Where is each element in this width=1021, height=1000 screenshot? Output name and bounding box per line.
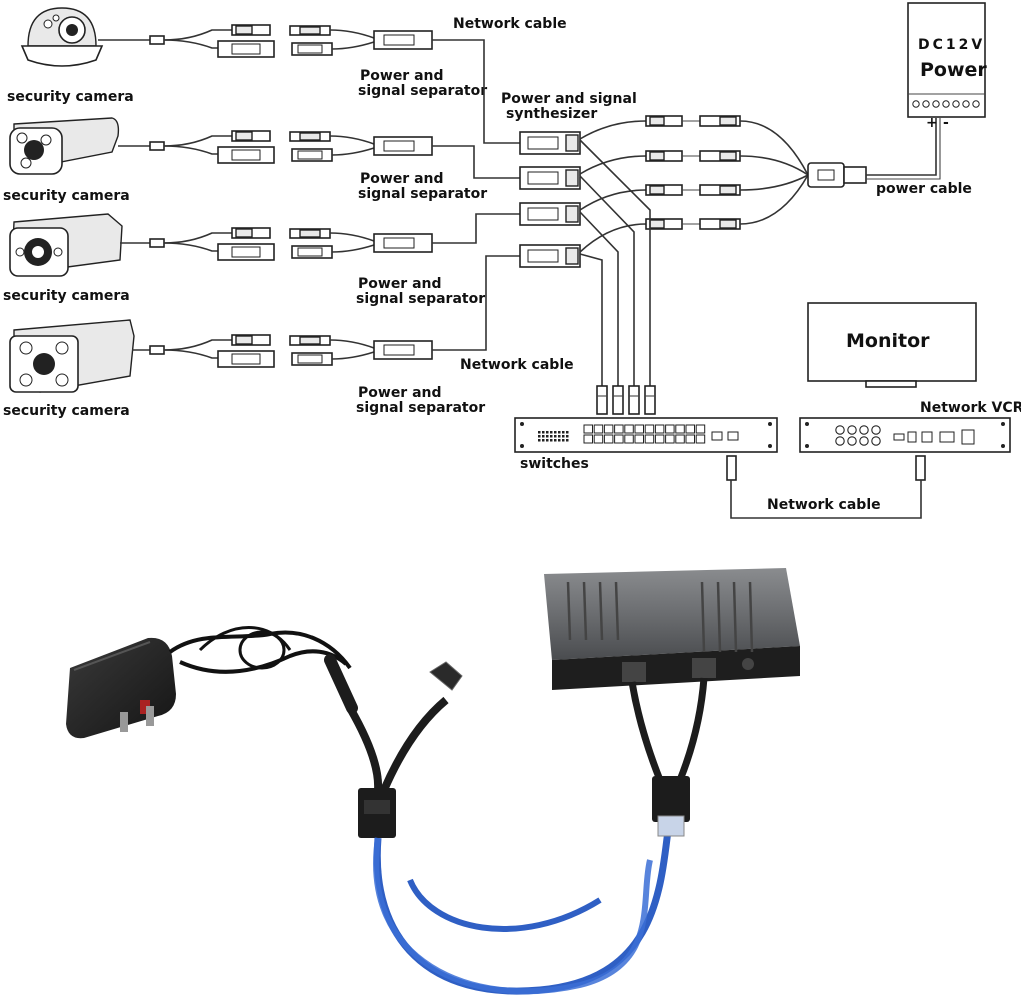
separator-1-line-2: signal separator <box>358 83 487 99</box>
separator-4-label: Power and signal separator <box>356 385 485 416</box>
separator-to-synthesizer-cables <box>432 39 520 351</box>
monitor-icon <box>807 302 977 388</box>
network-cable-bottom-label: Network cable <box>767 497 881 513</box>
switch-rj45-plugs <box>596 385 656 415</box>
synthesizer-label: Power and signal synthesizer <box>501 91 642 122</box>
poe-injector-box-icon <box>544 568 800 690</box>
power-splitter-icon <box>807 162 867 188</box>
box-camera-icon <box>9 213 123 277</box>
switches-label: switches <box>520 456 589 472</box>
synthesizer-to-switch-cables <box>579 139 651 388</box>
adapter-cable <box>168 626 352 674</box>
separator-3-line-1: Power and <box>358 276 442 292</box>
separator-2-label: Power and signal separator <box>358 171 487 202</box>
poe-splitter-cable-icon <box>324 654 463 838</box>
separator-1-label: Power and signal separator <box>358 68 487 99</box>
network-vcr-icon <box>799 417 1011 453</box>
separator-3-label: Power and signal separator <box>356 276 485 307</box>
camera-cable-rows <box>98 24 433 368</box>
camera-row-2 <box>118 130 433 164</box>
bullet-camera-icon <box>9 117 120 175</box>
network-vcr-label: Network VCR <box>920 400 1021 416</box>
camera-3-label: security camera <box>3 288 130 304</box>
wall-adapter-icon <box>66 637 176 739</box>
network-cable-top-label: Network cable <box>453 16 567 32</box>
synthesizer-icon <box>519 131 581 268</box>
camera-1-label: security camera <box>7 89 134 105</box>
power-cable-label: power cable <box>876 181 972 197</box>
injector-output-cables <box>628 677 708 837</box>
camera-2-label: security camera <box>3 188 130 204</box>
terminal-minus: - <box>943 115 949 131</box>
terminal-plus: + <box>926 115 938 131</box>
dome-camera-icon <box>20 7 104 67</box>
power-supply-title: Power <box>920 59 987 81</box>
separator-2-line-1: Power and <box>360 171 444 187</box>
dc-power-branches <box>579 115 809 253</box>
separator-2-line-2: signal separator <box>358 186 487 202</box>
network-cable-mid-label: Network cable <box>460 357 574 373</box>
separator-4-line-2: signal separator <box>356 400 485 416</box>
camera-4-label: security camera <box>3 403 130 419</box>
synthesizer-line-2: synthesizer <box>506 106 597 122</box>
separator-4-line-1: Power and <box>358 385 442 401</box>
camera-row-4 <box>132 334 433 368</box>
blue-network-cable <box>373 829 672 995</box>
camera-row-1 <box>98 24 433 58</box>
monitor-label: Monitor <box>846 330 930 352</box>
large-bullet-camera-icon <box>9 319 135 393</box>
separator-1-line-1: Power and <box>360 68 444 84</box>
power-supply-voltage: DC12V <box>918 37 985 53</box>
power-cable-line <box>866 118 937 176</box>
synthesizer-line-1: Power and signal <box>501 91 637 107</box>
power-supply-icon <box>907 2 986 118</box>
camera-row-3 <box>120 227 433 261</box>
separator-3-line-2: signal separator <box>356 291 485 307</box>
switch-to-nvr-cable <box>726 455 926 519</box>
network-switch-icon <box>514 417 778 453</box>
